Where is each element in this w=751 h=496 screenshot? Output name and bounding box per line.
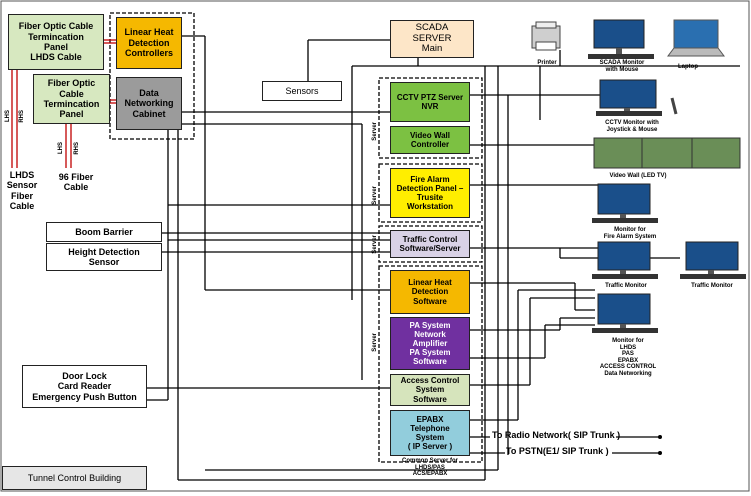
- video-wall-label: Video Wall (LED TV): [609, 173, 667, 179]
- lhds-monitor-label: Monitor for LHDS PAS EPABX ACCESS CONTRO…: [599, 338, 657, 377]
- laptop-icon: [667, 19, 725, 57]
- fiber-cable-96: 96 Fiber Cable: [58, 172, 94, 193]
- radio-network-label: To Radio Network( SIP Trunk ): [492, 430, 621, 440]
- cctv-monitor-label: CCTV Monitor with Joystick & Mouse: [605, 120, 659, 133]
- fiber-panel-lhds: Fiber Optic Cable Termincation Panel LHD…: [8, 14, 104, 70]
- lhds-monitor-icon: [592, 293, 658, 333]
- server-tag-1: Server: [372, 122, 378, 141]
- linear-heat-controllers: Linear Heat Detection Controllers: [116, 17, 182, 69]
- traffic-monitor-2-icon: [680, 241, 746, 279]
- printer-icon: [531, 21, 561, 51]
- scada-monitor-icon: [588, 19, 654, 59]
- traffic-monitor-2-label: Traffic Monitor: [691, 283, 733, 289]
- pa-system: PA System Network Amplifier PA System So…: [390, 317, 470, 370]
- boom-barrier: Boom Barrier: [46, 222, 162, 242]
- scada-monitor-label: SCADA Monitor with Mouse: [599, 60, 645, 73]
- scada-server: SCADA SERVER Main: [390, 20, 474, 58]
- door-lock-group: Door Lock Card Reader Emergency Push But…: [22, 365, 147, 408]
- server-tag-2: Server: [372, 186, 378, 205]
- pstn-label: To PSTN(E1/ SIP Trunk ): [506, 446, 609, 456]
- video-wall-controller: Video Wall Controller: [390, 126, 470, 154]
- laptop-label: Laptop: [678, 64, 698, 70]
- video-wall-icon: [593, 137, 741, 169]
- server-tag-4: Server: [372, 333, 378, 352]
- traffic-monitor-1-icon: [592, 241, 658, 279]
- server-tag-3: Server: [372, 235, 378, 254]
- traffic-control-server: Traffic Control Software/Server: [390, 230, 470, 258]
- tunnel-control-building: Tunnel Control Building: [2, 466, 147, 490]
- cctv-server: CCTV PTZ Server NVR: [390, 82, 470, 122]
- rhs-tag-2: RHS: [74, 142, 80, 155]
- rhs-tag-1: RHS: [19, 110, 25, 123]
- epabx-system: EPABX Telephone System ( IP Server ): [390, 410, 470, 456]
- lhs-tag-2: LHS: [58, 142, 64, 154]
- lhd-software: Linear Heat Detection Software: [390, 270, 470, 314]
- fire-monitor-icon: [592, 183, 658, 223]
- common-server-note: Common Server for LHDS/PAS ACS/EPABX: [401, 458, 458, 478]
- fire-alarm-panel: Fire Alarm Detection Panel – Trusite Wor…: [390, 168, 470, 218]
- lhds-sensor-fiber-cable: LHDS Sensor Fiber Cable: [6, 170, 38, 212]
- printer-label: Printer: [537, 60, 557, 66]
- cctv-monitor-icon: [596, 79, 678, 116]
- height-detection-sensor: Height Detection Sensor: [46, 243, 162, 271]
- access-control: Access Control System Software: [390, 374, 470, 406]
- traffic-monitor-1-label: Traffic Monitor: [605, 283, 647, 289]
- lhs-tag-1: LHS: [5, 110, 11, 122]
- sensors-box: Sensors: [262, 81, 342, 101]
- data-networking-cabinet: Data Networking Cabinet: [116, 77, 182, 130]
- fire-monitor-label: Monitor for Fire Alarm System: [603, 227, 657, 240]
- fiber-panel-data: Fiber Optic Cable Termincation Panel: [33, 74, 110, 124]
